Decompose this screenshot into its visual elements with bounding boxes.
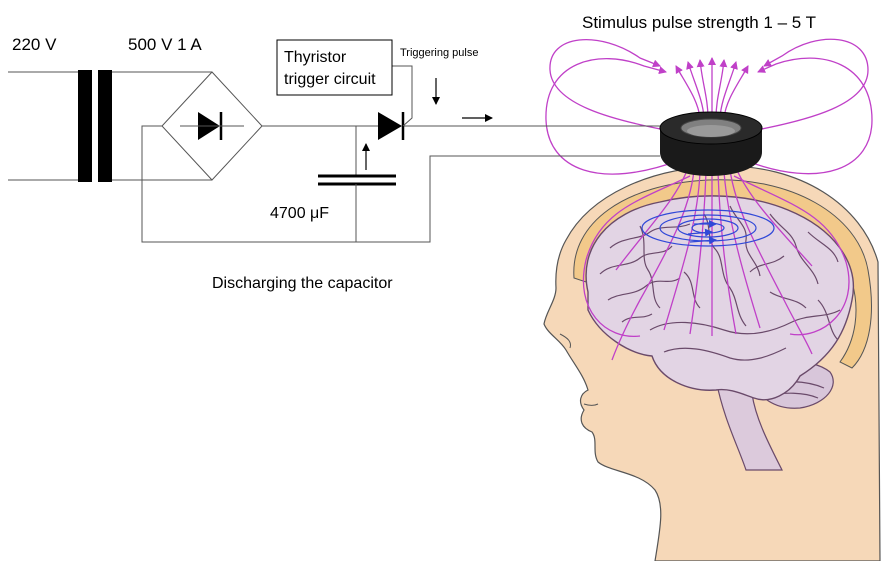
nostril [559,333,571,349]
return-rail [141,125,660,243]
thyristor-trigger-box [276,39,393,96]
coil-hole-inner [687,125,735,137]
stimulus-strength-label: Stimulus pulse strength 1 – 5 T [582,13,816,32]
discharge-caption: Discharging the capacitor [212,275,393,292]
lip-line [583,403,599,406]
thyristor-gate-lead [392,65,413,127]
transformer-secondary [98,70,112,182]
pulse-circuit [8,39,660,243]
capacitance-label: 4700 μF [270,205,329,222]
triggering-pulse-label: Triggering pulse [400,47,478,59]
trigger-circuit-label-1: Thyristor [284,49,347,66]
transformer-primary [78,70,92,182]
cerebrum [585,195,854,401]
stimulation-coil [659,111,763,176]
trigger-circuit-label-2: trigger circuit [284,71,376,88]
brain [585,195,854,471]
thyristor [378,112,402,140]
secondary-rating-label: 500 V 1 A [128,35,202,54]
bridge-rectifier [161,71,263,181]
induced-eddy-currents [641,209,775,247]
mains-voltage-label: 220 V [12,35,57,54]
